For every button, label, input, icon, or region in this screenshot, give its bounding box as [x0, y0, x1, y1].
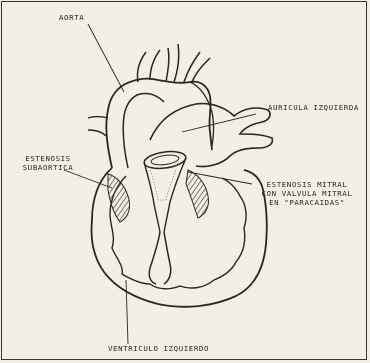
label-subaortic-stenosis: ESTENOSIS SUBAORTICA	[10, 154, 86, 172]
label-mitral-stenosis: ESTENOSIS MITRAL CON VALVULA MITRAL EN "…	[253, 180, 361, 207]
papillary-muscle	[149, 232, 171, 284]
arch-branch-1	[137, 50, 160, 82]
label-left-atrium: AURICULA IZQUIERDA	[268, 103, 359, 112]
leader-subaortic	[64, 170, 112, 188]
label-aorta: AORTA	[59, 13, 84, 22]
label-mitral-line3: EN "PARACAIDAS"	[253, 198, 361, 207]
leader-aorta	[88, 24, 124, 92]
subaortic-stenosis-ridge	[108, 174, 130, 222]
label-left-ventricle: VENTRICULO IZQUIERDO	[108, 344, 209, 353]
ventricle-inner-wall	[110, 176, 246, 289]
arch-branch-2	[166, 44, 179, 82]
label-mitral-line2: CON VALVULA MITRAL	[253, 189, 361, 198]
label-subaortic-line2: SUBAORTICA	[10, 163, 86, 172]
mitral-annulus	[143, 149, 187, 171]
leader-ventricle	[126, 280, 128, 344]
arch-branch-3	[184, 52, 210, 82]
mitral-stenosis-shading	[186, 170, 209, 218]
left-branch-vessel	[88, 117, 108, 137]
label-mitral-line1: ESTENOSIS MITRAL	[253, 180, 361, 189]
parachute-valve	[144, 158, 186, 232]
label-subaortic-line1: ESTENOSIS	[10, 154, 86, 163]
